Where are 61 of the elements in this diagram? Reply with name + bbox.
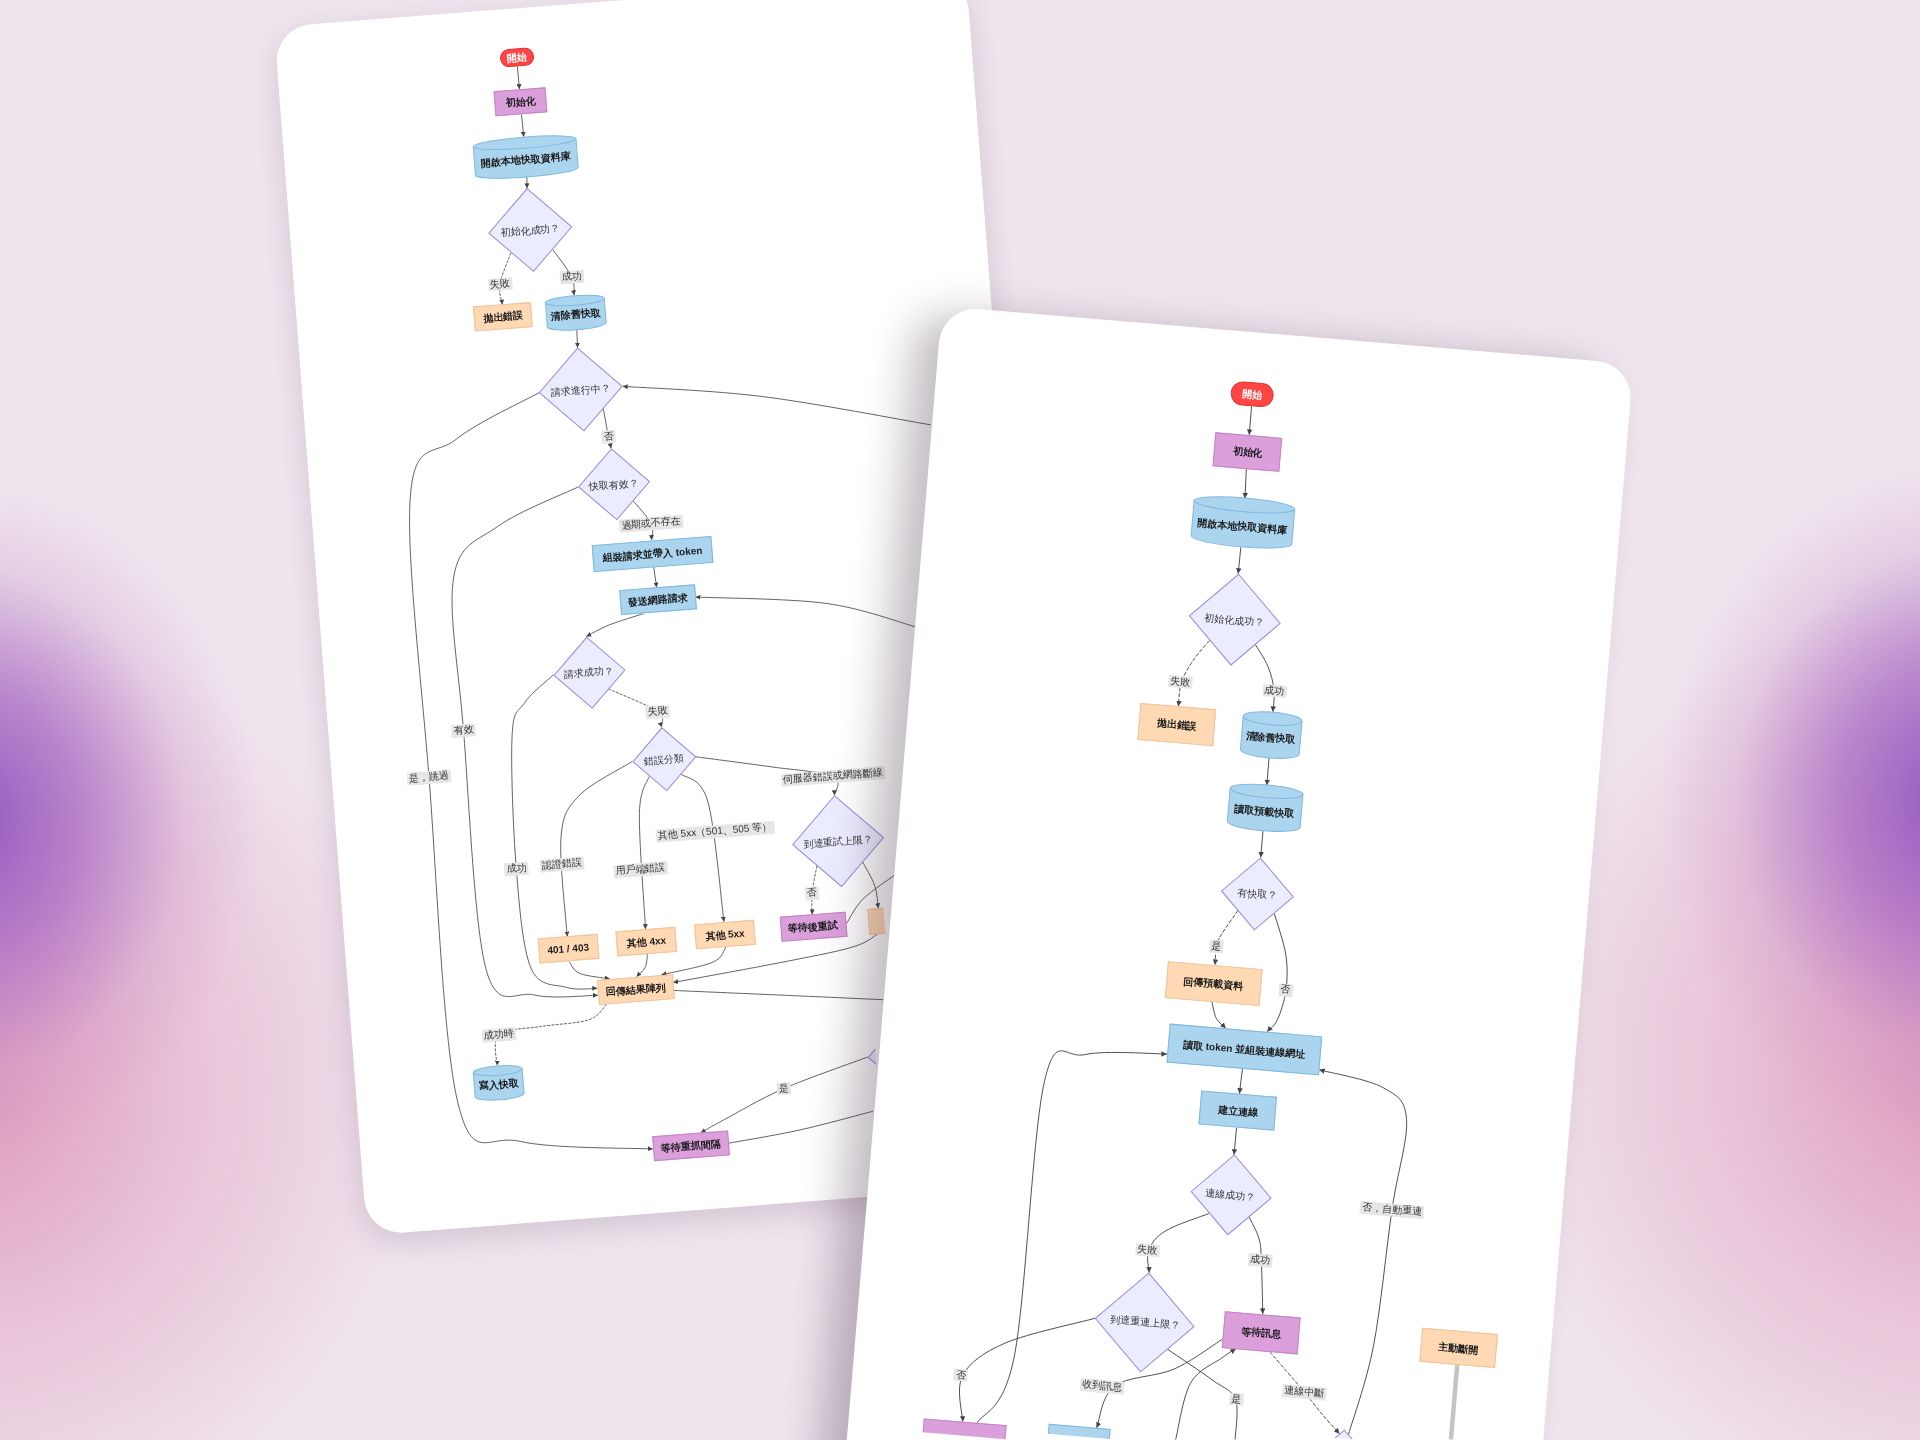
- decision-diamond: [1334, 1428, 1354, 1440]
- edge-label: 認證錯誤: [539, 856, 584, 873]
- edge-label: 失敗: [487, 276, 513, 292]
- database-cylinder: 清除舊快取: [544, 292, 607, 332]
- process-box: 等待訊息: [1221, 1310, 1301, 1354]
- process-box: 等待後重試: [779, 911, 847, 942]
- database-cylinder: 開啟本地快取資料庫: [471, 132, 579, 181]
- decision-diamond: [867, 1048, 877, 1065]
- process-box: 回傳預載資料: [1164, 960, 1263, 1006]
- process-box: 主動斷開: [1419, 1327, 1498, 1368]
- database-cylinder: 讀取預載快取: [1226, 782, 1304, 835]
- edge-label: 成功時: [481, 1027, 517, 1043]
- edge-label: 否: [804, 886, 820, 901]
- edge-label: 過期或不存在: [618, 514, 684, 533]
- start-terminal: 開始: [499, 47, 535, 68]
- database-cylinder: 開啟本地快取資料庫: [1190, 494, 1296, 552]
- edge-label: 是: [776, 1081, 792, 1096]
- process-box: [867, 907, 886, 935]
- process-box: 拋出錯誤: [1137, 703, 1217, 747]
- database-cylinder: 清除舊快取: [1239, 709, 1303, 761]
- edge-label: 否: [1278, 983, 1294, 998]
- edge-label: 成功: [1262, 683, 1288, 698]
- process-box: [1048, 1423, 1111, 1439]
- process-box: 讀取 token 並組裝連線網址: [1166, 1023, 1322, 1076]
- connector-line: [1448, 1364, 1460, 1440]
- process-box: 其他 5xx: [694, 919, 756, 950]
- process-box: 拋出錯誤: [473, 302, 534, 332]
- edge-label: 失敗: [1135, 1242, 1161, 1258]
- process-box: 等待重抓間隔: [651, 1130, 730, 1162]
- start-terminal: 開始: [1230, 380, 1275, 409]
- edge-label: 收到訊息: [1079, 1378, 1125, 1395]
- edge-label: 是，跳過: [406, 769, 452, 786]
- process-box: 回傳結果陣列: [596, 974, 675, 1005]
- process-box: 初始化: [493, 87, 548, 117]
- edge-label: 用戶端錯誤: [612, 861, 668, 878]
- edge-label: 有效: [451, 723, 476, 739]
- edge-label: 成功: [503, 862, 529, 877]
- edge-label: 是: [1208, 939, 1224, 954]
- edge-label: 失敗: [645, 704, 671, 719]
- process-box: 初始化: [1212, 432, 1283, 472]
- decision-diamond: 錯誤分類: [629, 724, 699, 794]
- connector-line: [673, 990, 884, 1001]
- edge-label: 連線中斷: [1281, 1384, 1327, 1401]
- connector-line: [845, 874, 896, 925]
- edge-label: 否: [953, 1368, 969, 1382]
- edge-label: 否: [600, 429, 616, 444]
- database-cylinder: 寫入快取: [472, 1063, 525, 1102]
- edge-label: 否，自動重連: [1359, 1200, 1425, 1219]
- process-box: 401 / 403: [537, 934, 600, 964]
- edge-label: 伺服器錯誤或網路斷線: [780, 766, 886, 787]
- process-box: 發送網路請求: [618, 584, 697, 616]
- process-box: 其他 4xx: [615, 926, 678, 957]
- process-box: 建立連線: [1198, 1090, 1278, 1131]
- edge-label: 是: [1228, 1392, 1244, 1406]
- edge-label: 成功: [559, 269, 585, 285]
- process-box: [922, 1418, 1007, 1440]
- process-box: 組裝請求並帶入 token: [591, 535, 714, 572]
- edge-label: 失敗: [1167, 674, 1193, 690]
- edge-label: 其他 5xx（501、505 等）: [655, 820, 775, 843]
- edge-label: 成功: [1247, 1252, 1273, 1268]
- connector-line: [728, 1110, 874, 1144]
